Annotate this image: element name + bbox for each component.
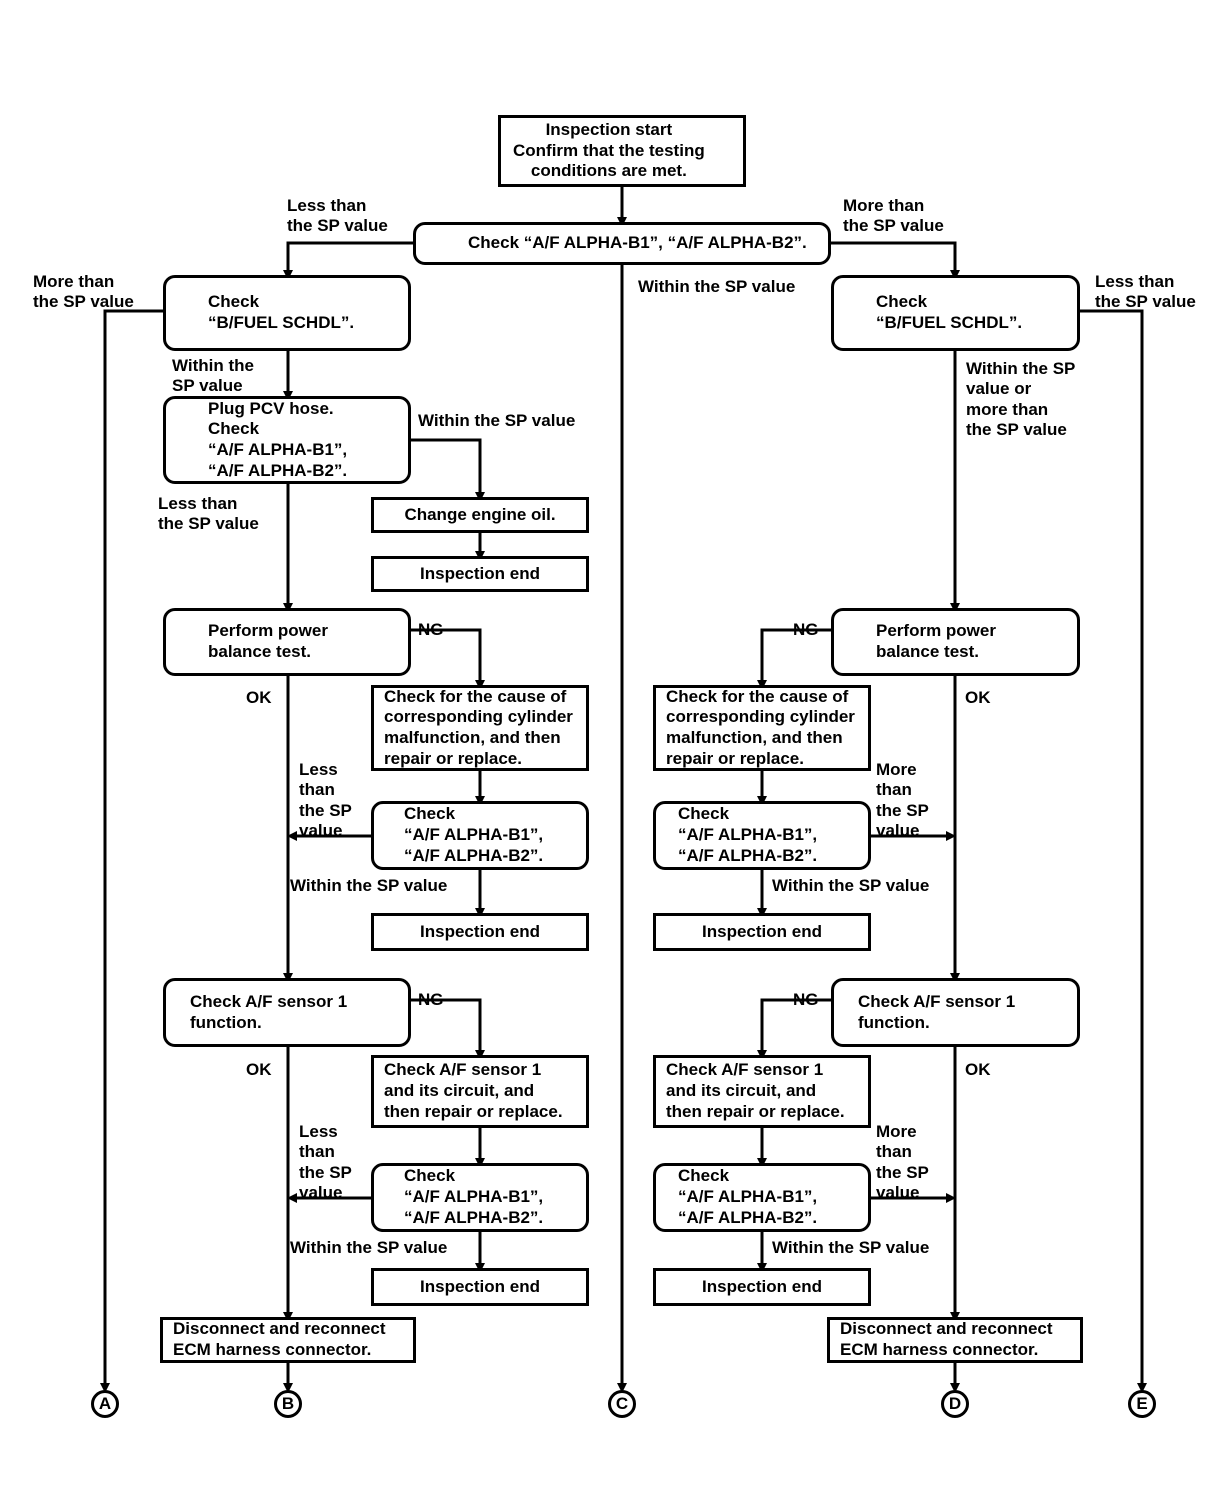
edge-label-ok-sensor-left: OK <box>246 1060 272 1079</box>
edge-label-within-sp-middle: Within the SP value <box>638 277 796 296</box>
edge-label-less-than-sp-far-right: Less than the SP value <box>1095 272 1196 312</box>
node-check-af-sensor-function-left: Check A/F sensor 1 function. <box>163 978 411 1047</box>
edge-label-ok-sensor-right: OK <box>965 1060 991 1079</box>
edge-label-less-than-sp-narrow-left-1: Less than the SP value <box>299 760 352 841</box>
node-cylinder-malfunction-left: Check for the cause of corresponding cyl… <box>371 685 589 771</box>
terminal-a: A <box>91 1390 119 1418</box>
node-check-bfuel-left: Check “B/FUEL SCHDL”. <box>163 275 411 351</box>
edge-label-within-sp-right-2: Within the SP value <box>772 1238 930 1257</box>
terminal-b: B <box>274 1390 302 1418</box>
node-check-af-sensor-function-right: Check A/F sensor 1 function. <box>831 978 1080 1047</box>
node-check-alpha-top: Check “A/F ALPHA-B1”, “A/F ALPHA-B2”. <box>413 222 831 265</box>
edge-label-within-sp-right-1: Within the SP value <box>772 876 930 895</box>
edge-label-ng-sensor-right: NG <box>793 990 819 1009</box>
node-check-alpha-left-1: Check “A/F ALPHA-B1”, “A/F ALPHA-B2”. <box>371 801 589 870</box>
node-check-af-sensor-circuit-right: Check A/F sensor 1 and its circuit, and … <box>653 1055 871 1128</box>
node-plug-pcv-hose: Plug PCV hose. Check “A/F ALPHA-B1”, “A/… <box>163 396 411 484</box>
terminal-e: E <box>1128 1390 1156 1418</box>
terminal-c: C <box>608 1390 636 1418</box>
node-check-alpha-left-2: Check “A/F ALPHA-B1”, “A/F ALPHA-B2”. <box>371 1163 589 1232</box>
node-inspection-end-left-1: Inspection end <box>371 913 589 951</box>
node-cylinder-malfunction-right: Check for the cause of corresponding cyl… <box>653 685 871 771</box>
node-check-alpha-right-2: Check “A/F ALPHA-B1”, “A/F ALPHA-B2”. <box>653 1163 871 1232</box>
node-inspection-end-right-1: Inspection end <box>653 913 871 951</box>
edge-label-less-than-sp-pcv: Less than the SP value <box>158 494 259 534</box>
edge-label-within-sp-left: Within the SP value <box>172 356 254 396</box>
node-inspection-start: Inspection start Confirm that the testin… <box>498 115 746 187</box>
node-ecm-harness-right: Disconnect and reconnect ECM harness con… <box>827 1317 1083 1363</box>
node-check-bfuel-right: Check “B/FUEL SCHDL”. <box>831 275 1080 351</box>
node-inspection-end-left-2: Inspection end <box>371 1268 589 1306</box>
edge-label-within-sp-left-1: Within the SP value <box>290 876 448 895</box>
edge-label-ok-pbt-left: OK <box>246 688 272 707</box>
edge-label-within-sp-left-2: Within the SP value <box>290 1238 448 1257</box>
edge-label-ng-sensor-left: NG <box>418 990 444 1009</box>
edge-label-less-than-sp-top: Less than the SP value <box>287 196 388 236</box>
node-power-balance-test-right: Perform power balance test. <box>831 608 1080 676</box>
edge-label-ng-pbt-left: NG <box>418 620 444 639</box>
node-inspection-end-oil: Inspection end <box>371 556 589 592</box>
edge-label-ng-pbt-right: NG <box>793 620 819 639</box>
node-inspection-end-right-2: Inspection end <box>653 1268 871 1306</box>
node-ecm-harness-left: Disconnect and reconnect ECM harness con… <box>160 1317 416 1363</box>
edge-label-less-than-sp-narrow-left-2: Less than the SP value <box>299 1122 352 1203</box>
node-power-balance-test-left: Perform power balance test. <box>163 608 411 676</box>
terminal-d: D <box>941 1390 969 1418</box>
edge-label-within-sp-pcv: Within the SP value <box>418 411 576 430</box>
node-check-alpha-right-1: Check “A/F ALPHA-B1”, “A/F ALPHA-B2”. <box>653 801 871 870</box>
edge-label-more-than-sp-narrow-right-1: More than the SP value <box>876 760 929 841</box>
node-change-engine-oil: Change engine oil. <box>371 497 589 533</box>
edge-label-more-than-sp-far-left: More than the SP value <box>33 272 134 312</box>
node-check-af-sensor-circuit-left: Check A/F sensor 1 and its circuit, and … <box>371 1055 589 1128</box>
edge-label-within-or-more-right: Within the SP value or more than the SP … <box>966 359 1076 440</box>
edge-label-ok-pbt-right: OK <box>965 688 991 707</box>
edge-label-more-than-sp-top: More than the SP value <box>843 196 944 236</box>
edge-label-more-than-sp-narrow-right-2: More than the SP value <box>876 1122 929 1203</box>
